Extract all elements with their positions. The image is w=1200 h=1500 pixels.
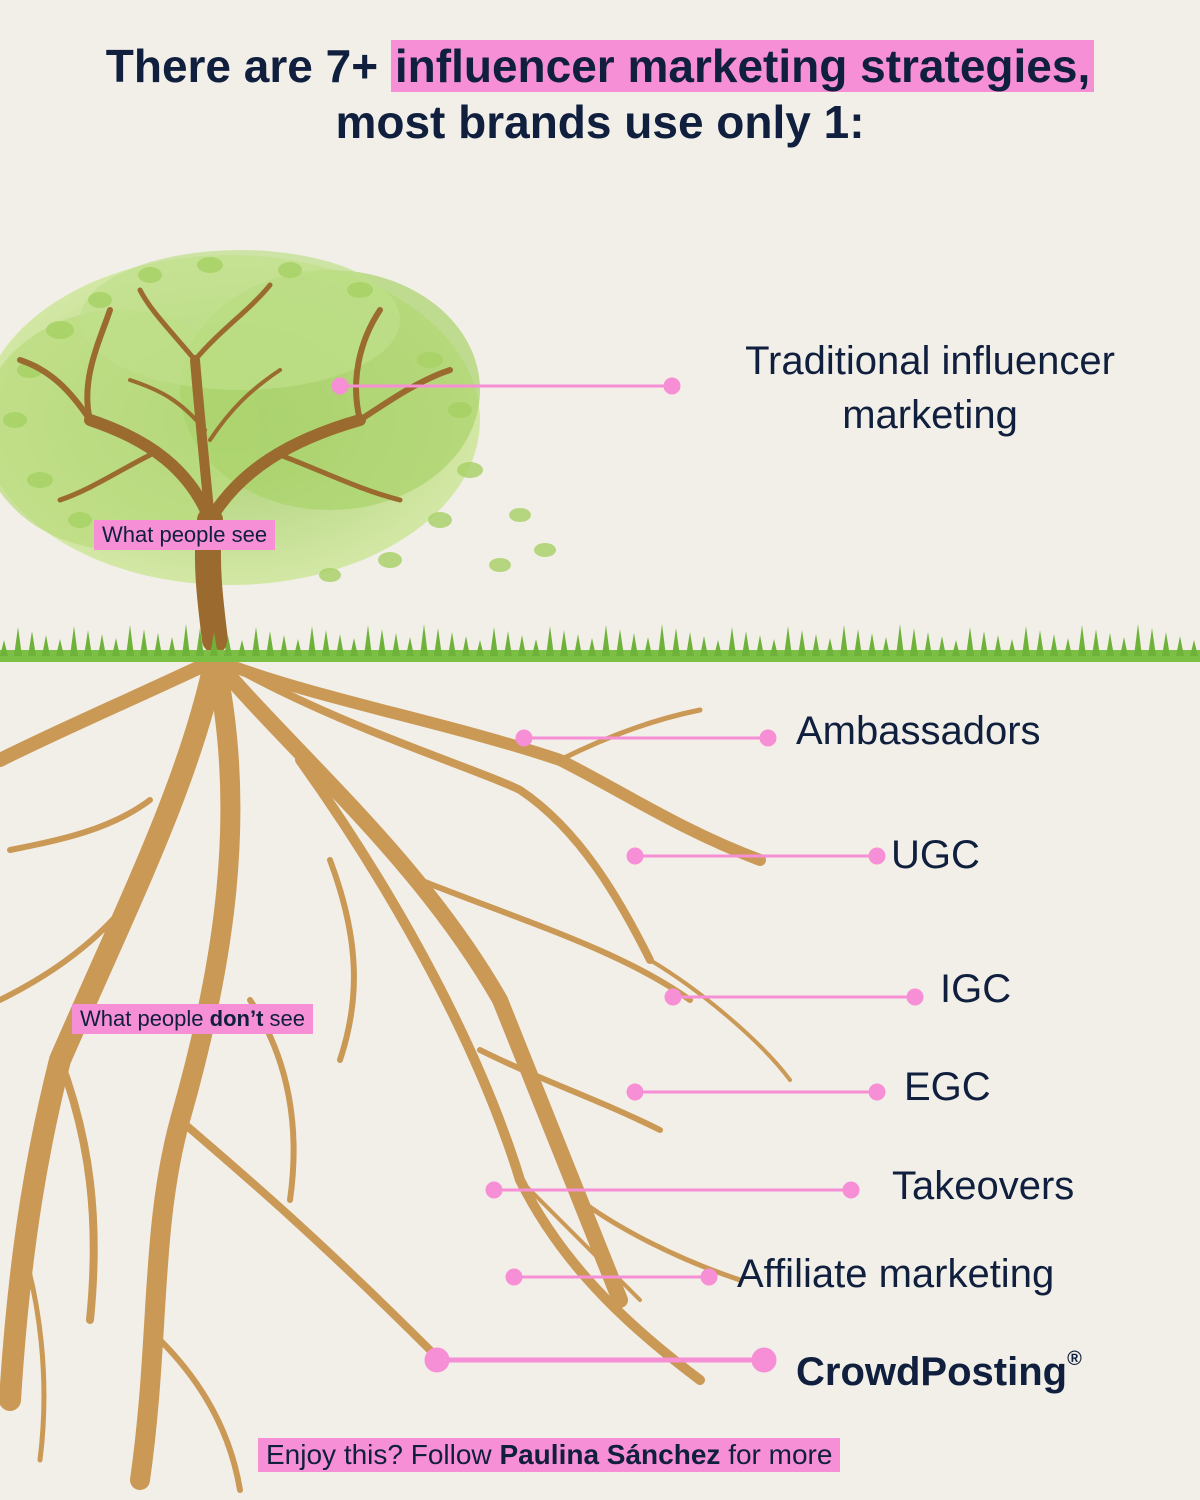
connector-takeovers	[485, 1181, 860, 1199]
tree-canopy	[0, 250, 556, 585]
connector-ugc	[626, 847, 886, 865]
author-name: Paulina Sánchez	[499, 1439, 721, 1470]
grass-line	[0, 624, 1200, 662]
label-igc: IGC	[940, 967, 1012, 1011]
title-line2: most brands use only 1:	[335, 96, 865, 148]
label-crowdposting: CrowdPosting®	[796, 1348, 1082, 1394]
registered-mark: ®	[1067, 1348, 1082, 1370]
connector-traditional	[331, 377, 681, 395]
label-ugc: UGC	[891, 833, 980, 877]
connector-igc	[664, 988, 924, 1006]
label-ambassadors: Ambassadors	[796, 709, 1041, 753]
title-prefix: There are 7+	[105, 40, 379, 92]
tree-roots	[0, 649, 792, 1493]
footer-cta: Enjoy this? Follow Paulina Sánchez for m…	[258, 1438, 841, 1472]
connector-crowdposting	[424, 1347, 777, 1373]
connector-egc	[626, 1083, 886, 1101]
connector-lines	[331, 377, 924, 1373]
label-egc: EGC	[904, 1065, 991, 1109]
label-takeovers: Takeovers	[892, 1164, 1075, 1208]
title-highlight: influencer marketing strategies,	[390, 40, 1095, 92]
tag-what-people-dont-see: What people don’t see	[72, 1004, 314, 1034]
page-title: There are 7+ influencer marketing strate…	[0, 38, 1200, 150]
connector-ambassadors	[515, 729, 777, 747]
label-affiliate-marketing: Affiliate marketing	[737, 1252, 1055, 1296]
connector-affiliate	[505, 1268, 718, 1286]
tag-what-people-see: What people see	[94, 520, 276, 550]
label-traditional-influencer-marketing: Traditional influencer marketing	[745, 339, 1115, 437]
